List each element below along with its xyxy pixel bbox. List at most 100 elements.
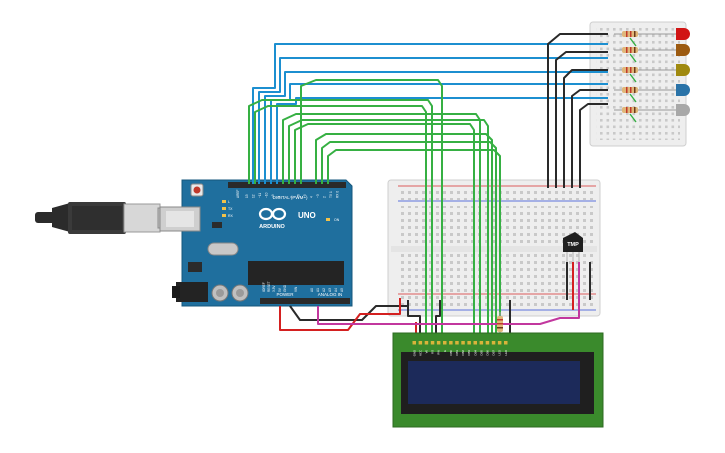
wire-14 <box>407 300 421 343</box>
wire-25 <box>279 298 401 331</box>
lcd-pin-label: DB7 <box>492 350 496 356</box>
lcd-pin-label: DB1 <box>455 350 459 356</box>
lcd-pin-label: LED <box>498 350 502 355</box>
led-3 <box>614 84 690 103</box>
wire-12 <box>321 141 497 343</box>
power-label: POWER <box>276 292 294 297</box>
digital-pin-label: ~5 <box>303 194 307 198</box>
lcd-pin <box>485 341 490 345</box>
wire-17 <box>289 305 408 321</box>
digital-header-label: DIGITAL (PWM~) <box>273 195 308 200</box>
lcd-pin-label: GND <box>412 350 416 356</box>
lcd-pin <box>412 341 416 345</box>
lcd-pin <box>473 341 477 345</box>
analog-pin-label: A5 <box>340 288 344 292</box>
analog-pin-label: A2 <box>322 288 326 292</box>
wire-20 <box>563 69 608 188</box>
lcd-screen <box>408 361 580 404</box>
digital-pin-label: ~3 <box>316 194 320 198</box>
wire-18 <box>547 33 608 188</box>
wire-28 <box>317 262 580 325</box>
lcd-pin <box>424 341 429 345</box>
digital-pin-label: ~6 <box>297 194 301 198</box>
wire-9 <box>294 123 475 343</box>
digital-pin-label: 8 <box>278 196 282 198</box>
lcd-pin <box>436 341 441 345</box>
atmega-chip <box>248 261 344 285</box>
reset-pin-label: RESET <box>267 281 271 292</box>
lcd-pin-label: DB5 <box>479 350 483 356</box>
wire-2 <box>264 71 608 184</box>
lcd-pin <box>461 341 465 345</box>
lcd-pin-label: DB0 <box>449 350 453 356</box>
led-array <box>614 28 690 123</box>
power-pin-labels: IOREF RESET 3.3V 5V GND VIN <box>262 281 298 292</box>
lcd-pin <box>443 341 447 345</box>
lcd-pin <box>504 341 508 345</box>
v5-label: 5V <box>278 287 282 292</box>
wire-10 <box>300 79 443 343</box>
temperature-sensor: TMP <box>563 232 583 262</box>
ioref-label: IOREF <box>262 282 266 292</box>
digital-pin-label: ~11 <box>258 193 262 198</box>
power-jack <box>176 282 208 302</box>
lcd-pin <box>430 341 435 345</box>
led-1 <box>614 44 690 63</box>
lcd-pin-label: DB6 <box>486 350 490 356</box>
digital-pin-label: 4 <box>310 196 314 198</box>
analog-pin-label: A0 <box>310 288 314 292</box>
lcd-pin-label: LED <box>504 350 508 355</box>
wire-0 <box>252 43 608 184</box>
lcd-pin <box>455 341 459 345</box>
arduino-uno-board: ARDUINO UNO DIGITAL (PWM~) POWER ANALOG … <box>159 179 353 307</box>
on-label: ON <box>334 218 340 222</box>
lcd-pin-label: VCC <box>418 350 422 356</box>
analog-pin-label: A4 <box>334 288 338 292</box>
lcd-pin-label: DB2 <box>461 350 465 356</box>
led-2 <box>614 64 690 83</box>
vin-label: VIN <box>294 286 298 292</box>
digital-pin-label: RX 0 <box>336 191 340 198</box>
analog-label: ANALOG IN <box>318 292 343 297</box>
wire-8 <box>288 119 489 343</box>
wire-21 <box>571 89 608 188</box>
digital-pin-label: 13 <box>245 194 249 198</box>
arduino-model-label: UNO <box>298 211 316 220</box>
wire-22 <box>579 103 608 188</box>
analog-pin-label: A3 <box>328 288 332 292</box>
wire-15 <box>435 300 441 343</box>
digital-pin-label: 7 <box>290 196 294 198</box>
gnd-pin-label: GND <box>283 284 287 292</box>
lcd-pin-label: DB4 <box>473 350 477 356</box>
wire-11 <box>315 133 493 343</box>
wire-5 <box>248 99 433 343</box>
digital-pin-label: 12 <box>252 194 256 198</box>
sensor-label: TMP <box>567 242 579 248</box>
arduino-logo <box>258 207 287 221</box>
wire-1 <box>258 57 608 184</box>
lcd-pin <box>497 341 502 345</box>
lcd-pin-label: E <box>443 350 447 352</box>
lcd-pin <box>491 341 496 345</box>
wires <box>248 33 608 343</box>
lcd-pin-label: RS <box>431 350 435 354</box>
lcd-pin-label: DB3 <box>467 350 471 356</box>
wire-7 <box>282 113 481 343</box>
digital-pin-label: 2 <box>323 196 327 198</box>
tx-label: TX <box>228 207 233 211</box>
lcd-pin <box>418 341 423 345</box>
led-breadboard <box>589 21 687 147</box>
wire-19 <box>555 51 608 188</box>
lcd-pin-label: RW <box>437 350 441 355</box>
lcd-pin <box>479 341 484 345</box>
digital-pin-label: TX 1 <box>329 191 333 198</box>
lcd-pin <box>467 341 471 345</box>
analog-pin-label: A1 <box>316 288 320 292</box>
wire-4 <box>276 97 608 184</box>
wire-13 <box>327 149 501 330</box>
digital-pin-label: ~9 <box>271 194 275 198</box>
